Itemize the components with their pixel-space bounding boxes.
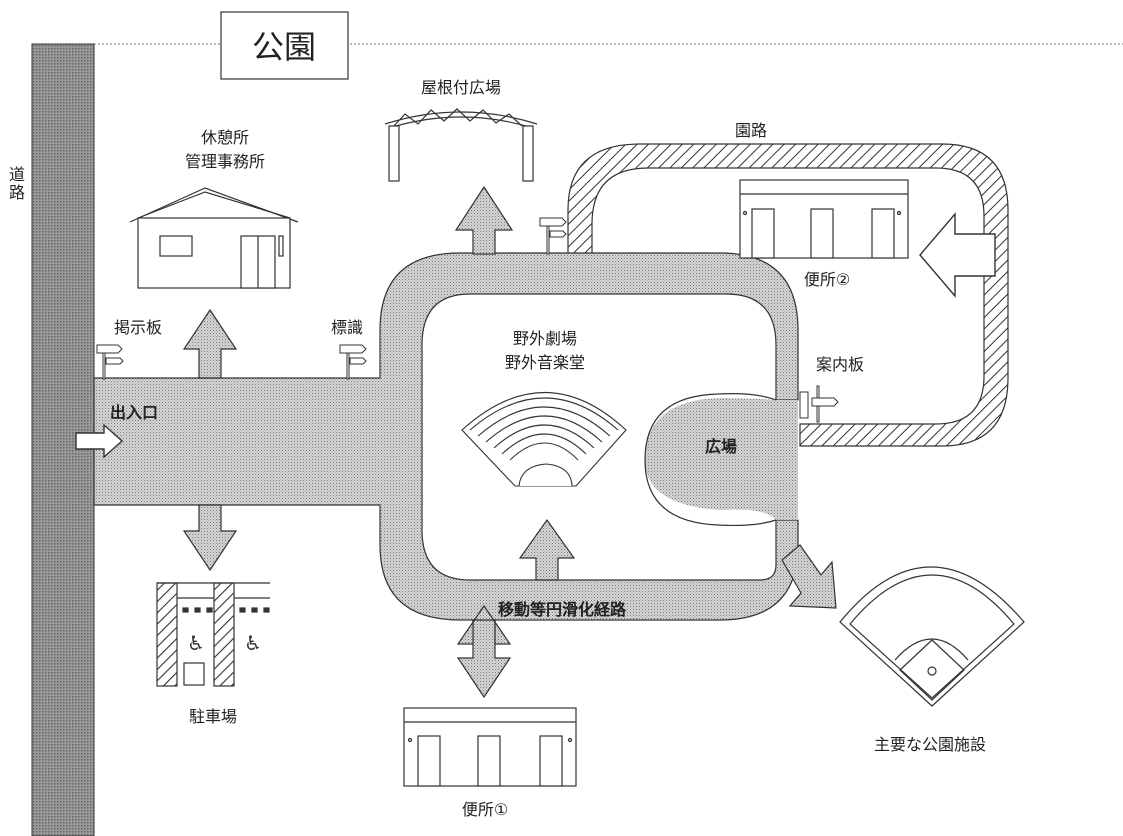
label-accessible-route: 移動等円滑化経路 xyxy=(498,600,627,619)
label-guide-board: 案内板 xyxy=(816,355,864,374)
toilet-2-building xyxy=(739,179,909,259)
arrow-to-parking xyxy=(182,504,238,572)
toilet-1-building xyxy=(403,707,577,787)
signpost-guide-board xyxy=(799,385,839,423)
label-toilet-2: 便所② xyxy=(804,270,850,289)
label-roofed-plaza: 屋根付広場 xyxy=(421,78,501,97)
wheelchair-icon: ♿ xyxy=(187,631,205,655)
label-toilet-1: 便所① xyxy=(462,800,508,819)
road-label-1: 道 xyxy=(9,165,25,184)
page-title: 公園 xyxy=(252,28,316,66)
arrow-to-toilet-2 xyxy=(919,212,996,298)
signpost-sign xyxy=(339,344,367,380)
label-parking: 駐車場 xyxy=(189,707,237,726)
label-amphitheater-2: 野外音楽堂 xyxy=(505,353,585,372)
label-rest-house: 休憩所 xyxy=(201,128,249,147)
label-park-path: 園路 xyxy=(735,121,767,140)
entrance-arrow-icon xyxy=(75,423,124,459)
signpost-notice-board xyxy=(96,344,124,380)
accessible-route xyxy=(93,252,799,621)
title-box: 公園 xyxy=(220,11,349,80)
rest-house-building xyxy=(129,187,299,289)
label-sign: 標識 xyxy=(331,318,363,337)
label-entrance: 出入口 xyxy=(110,403,158,422)
arrow-to-main-facility xyxy=(781,544,837,609)
parking-lot: ♿ ♿ xyxy=(156,582,270,687)
label-notice-board: 掲示板 xyxy=(114,318,162,337)
wheelchair-icon: ♿ xyxy=(244,631,262,655)
label-amphitheater-1: 野外劇場 xyxy=(513,329,577,348)
arrow-to-rest-house xyxy=(182,308,238,379)
roofed-plaza-structure xyxy=(384,108,538,182)
park-path xyxy=(567,143,1009,447)
amphitheater xyxy=(461,392,627,487)
arrow-to-toilet-1 xyxy=(456,604,512,699)
arrow-amphitheater-route xyxy=(518,518,576,581)
arrow-to-roofed-plaza xyxy=(454,185,514,255)
label-main-facility: 主要な公園施設 xyxy=(874,735,986,754)
road-label-2: 路 xyxy=(9,183,25,202)
signpost-path xyxy=(539,217,567,255)
baseball-field xyxy=(839,566,1025,707)
label-office: 管理事務所 xyxy=(185,152,265,171)
label-plaza: 広場 xyxy=(705,437,737,456)
